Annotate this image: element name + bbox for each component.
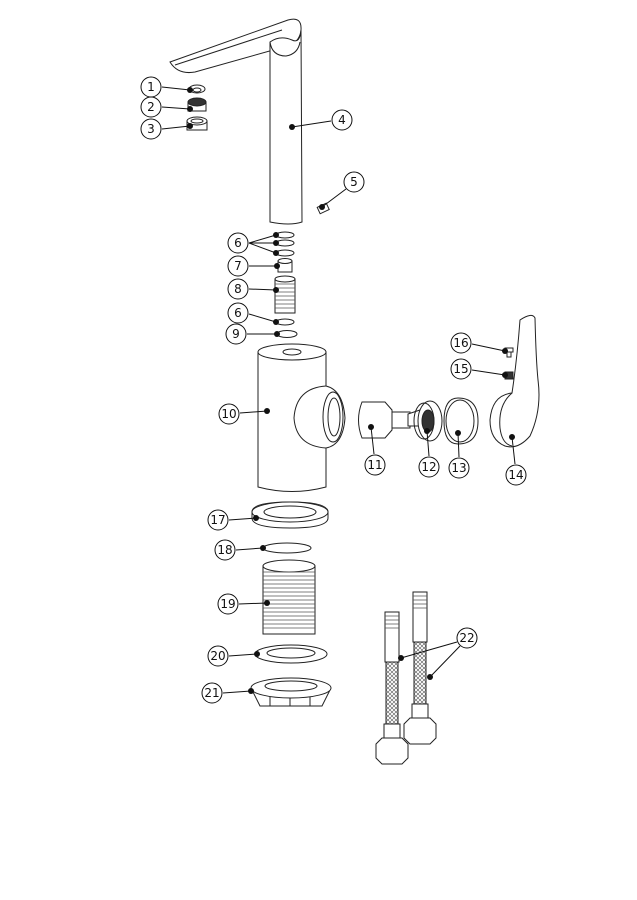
part-tee-body [257, 343, 346, 492]
callout-14: 14 [505, 434, 527, 486]
callout-number: 3 [147, 122, 155, 136]
callout-7: 7 [227, 255, 280, 277]
part-cartridge-nut [413, 400, 443, 442]
callout-number: 1 [147, 80, 155, 94]
part-flexible-hoses [375, 591, 437, 765]
callout-number: 16 [453, 336, 468, 350]
callout-18: 18 [214, 539, 266, 561]
callout-5: 5 [319, 171, 365, 210]
callout-13: 13 [448, 430, 470, 479]
part-seals-adaptor [274, 231, 298, 338]
part-o-ring [262, 542, 312, 554]
hose-2 [403, 591, 437, 745]
part-spout-body [169, 18, 303, 225]
callout-number: 21 [204, 686, 219, 700]
part-shroud [443, 397, 479, 445]
callout-10: 10 [218, 403, 270, 425]
part-cartridge [358, 401, 421, 439]
callout-6b: 6 [227, 302, 279, 325]
callout-12: 12 [418, 428, 440, 478]
part-lever-handle [489, 314, 540, 448]
callout-number: 8 [234, 282, 242, 296]
callout-6a: 6 [227, 232, 279, 256]
callout-number: 19 [220, 597, 235, 611]
callout-number: 9 [232, 327, 240, 341]
callout-9: 9 [225, 323, 280, 345]
callout-number: 6 [234, 306, 242, 320]
part-lower-washer [254, 644, 328, 664]
part-back-nut [250, 677, 332, 707]
callout-22: 22 [398, 627, 478, 680]
callout-number: 13 [451, 461, 466, 475]
callout-number: 17 [210, 513, 225, 527]
callout-number: 12 [421, 460, 436, 474]
part-mounting-washer [251, 501, 329, 529]
callout-number: 7 [234, 259, 242, 273]
callout-1: 1 [140, 76, 193, 98]
callout-number: 2 [147, 100, 155, 114]
callout-number: 20 [210, 649, 225, 663]
callout-number: 6 [234, 236, 242, 250]
part-aerator-set [186, 84, 208, 131]
callout-number: 10 [221, 407, 236, 421]
callout-16: 16 [450, 332, 508, 354]
callout-15: 15 [450, 358, 508, 380]
callout-11: 11 [364, 424, 386, 476]
callout-number: 4 [338, 113, 346, 127]
callout-3: 3 [140, 118, 193, 140]
callout-19: 19 [217, 593, 270, 615]
callout-8: 8 [227, 278, 279, 300]
callout-number: 15 [453, 362, 468, 376]
callouts: 1 2 3 4 5 6 7 8 6 9 10 11 12 13 14 15 16… [140, 76, 527, 704]
callout-number: 11 [367, 458, 382, 472]
callout-4: 4 [289, 109, 353, 131]
part-threaded-shank [262, 559, 316, 635]
callout-21: 21 [201, 682, 254, 704]
callout-2: 2 [140, 96, 193, 118]
callout-20: 20 [207, 645, 260, 667]
callout-number: 14 [508, 468, 523, 482]
callout-number: 22 [459, 631, 474, 645]
callout-number: 5 [350, 175, 358, 189]
callout-number: 18 [217, 543, 232, 557]
hose-1 [375, 611, 409, 765]
callout-17: 17 [207, 509, 259, 531]
